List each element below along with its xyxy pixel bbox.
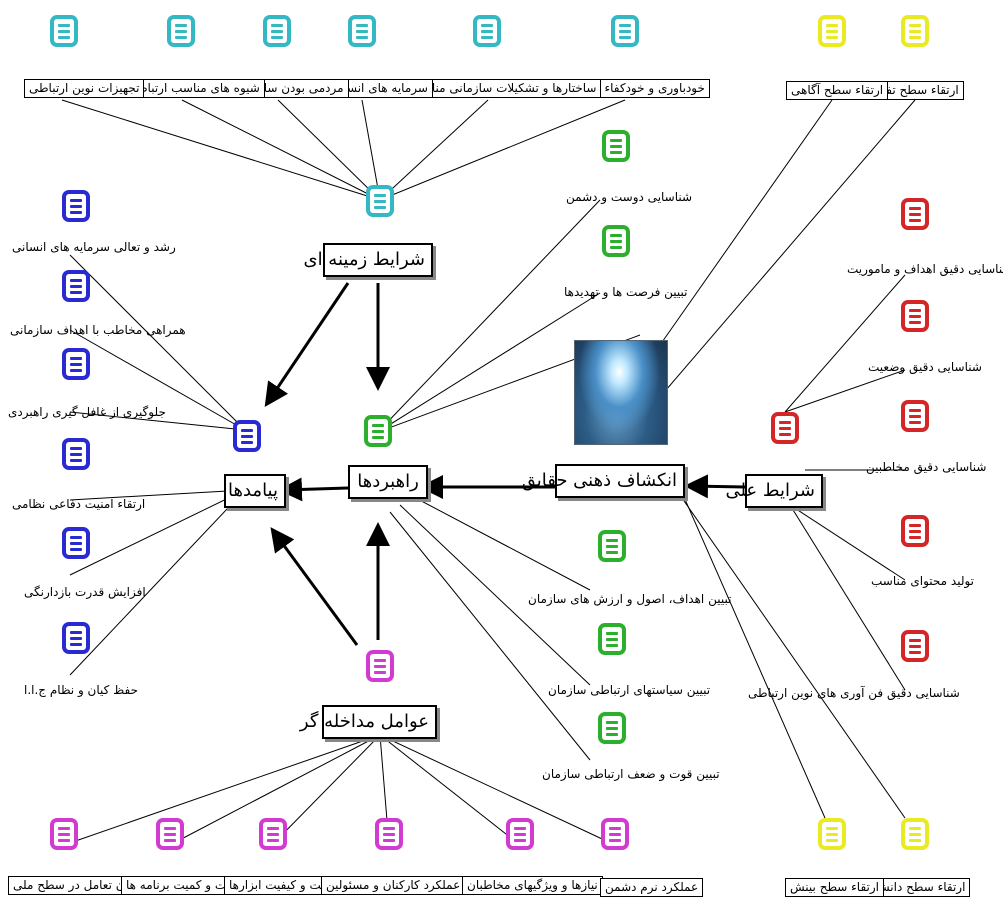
green-item-label: تبیین اهداف، اصول و ارزش های سازمان [528, 592, 732, 606]
intervening-node-icon [601, 818, 629, 850]
causal-item-label: شناسایی دقیق اهداف و ماموریت [847, 262, 1003, 276]
strategies-hub-label: راهبردها [348, 465, 428, 499]
intervening-node-icon [259, 818, 287, 850]
outcome-node-icon [62, 527, 90, 559]
outcome-node-icon [62, 348, 90, 380]
outcome-node-icon [62, 270, 90, 302]
yellow-item-label: ارتقاء سطح بینش [785, 878, 884, 897]
intervening-item-label: کمیت و کیفیت ابزارها [224, 876, 343, 895]
green-item-label: تبیین قوت و ضعف ارتباطی سازمان [542, 767, 720, 781]
yellow-node-icon [901, 15, 929, 47]
causal-node-icon [901, 515, 929, 547]
context-node-icon [50, 15, 78, 47]
green-item-label: تبیین فرصت ها و تهدیدها [564, 285, 688, 299]
outcome-item-label: رشد و تعالی سرمایه های انسانی [12, 240, 176, 254]
outcome-node-icon [62, 190, 90, 222]
strategies-hub-icon [364, 415, 392, 447]
outcome-item-label: همراهی مخاطب با اهداف سازمانی [10, 323, 186, 337]
causal-hub-icon [771, 412, 799, 444]
intervening-node-icon [375, 818, 403, 850]
causal-node-icon [901, 198, 929, 230]
green-node-icon [598, 530, 626, 562]
causal-node-icon [901, 630, 929, 662]
brain-illustration [574, 340, 668, 445]
outcomes-hub-icon [233, 420, 261, 452]
intervening-node-icon [50, 818, 78, 850]
context-hub-label: شرایط زمینه ای [304, 243, 433, 277]
intervening-node-icon [156, 818, 184, 850]
outcome-item-label: حفظ کیان و نظام ج.ا.ا [24, 683, 139, 697]
yellow-node-icon [901, 818, 929, 850]
context-hub-icon [366, 185, 394, 217]
green-item-label: تبیین سیاستهای ارتباطی سازمان [548, 683, 711, 697]
outcome-item-label: جلوگیری از غافل گیری راهبردی [8, 405, 166, 419]
intervening-item-label: کیفیت عملکرد کارکنان و مسئولین [321, 876, 500, 895]
green-item-label: شناسایی دوست و دشمن [566, 190, 693, 204]
yellow-item-label: ارتقاء سطح آگاهی [786, 81, 889, 100]
context-item-label: سرمایه های انسانی [325, 79, 433, 98]
intervening-hub-icon [366, 650, 394, 682]
outcomes-hub-label: پیامدها [224, 474, 286, 508]
yellow-node-icon [818, 15, 846, 47]
context-item-label: ساختارها و تشکیلات سازمانی مناسب [405, 79, 602, 98]
intervening-item-label: میزان تعامل در سطح ملی [8, 876, 150, 895]
outcome-item-label: افزایش قدرت بازدارنگی [24, 585, 146, 599]
yellow-item-label: ارتقاء سطح دانش [870, 878, 971, 897]
intervening-hub-label: عوامل مداخله گر [300, 705, 437, 739]
intervening-node-icon [506, 818, 534, 850]
causal-node-icon [901, 300, 929, 332]
intervening-item-label: کیفیت و کمیت برنامه ها [121, 876, 251, 895]
outcome-node-icon [62, 438, 90, 470]
context-node-icon [611, 15, 639, 47]
green-node-icon [602, 130, 630, 162]
context-node-icon [348, 15, 376, 47]
causal-item-label: شناسایی دقیق وضعیت [868, 360, 982, 374]
intervening-item-label: عملکرد نرم دشمن [600, 878, 704, 897]
yellow-node-icon [818, 818, 846, 850]
causal-item-label: شناسایی دقیق مخاطبین [866, 460, 987, 474]
yellow-item-label: ارتقاء سطح تفکر [868, 81, 964, 100]
green-node-icon [598, 623, 626, 655]
causal-hub-label: شرایط علی [725, 474, 823, 508]
outcome-item-label: ارتقاء امنیت دفاعی نظامی [12, 497, 146, 511]
context-node-icon [167, 15, 195, 47]
causal-item-label: تولید محتوای مناسب [871, 574, 975, 588]
causal-node-icon [901, 400, 929, 432]
context-item-label: تجهیزات نوین ارتباطی [24, 79, 145, 98]
outcome-node-icon [62, 622, 90, 654]
intervening-item-label: نیازها و ویژگیهای مخاطبان [462, 876, 603, 895]
core-category-label: انکشاف ذهنی حقایق [522, 464, 685, 498]
causal-item-label: شناسایی دقیق فن آوری های نوین ارتباطی [748, 686, 960, 700]
green-node-icon [602, 225, 630, 257]
context-node-icon [473, 15, 501, 47]
green-node-icon [598, 712, 626, 744]
thin-connectors [61, 99, 916, 846]
context-item-label: خودباوری و خودکفاء بودن [572, 79, 710, 98]
context-node-icon [263, 15, 291, 47]
